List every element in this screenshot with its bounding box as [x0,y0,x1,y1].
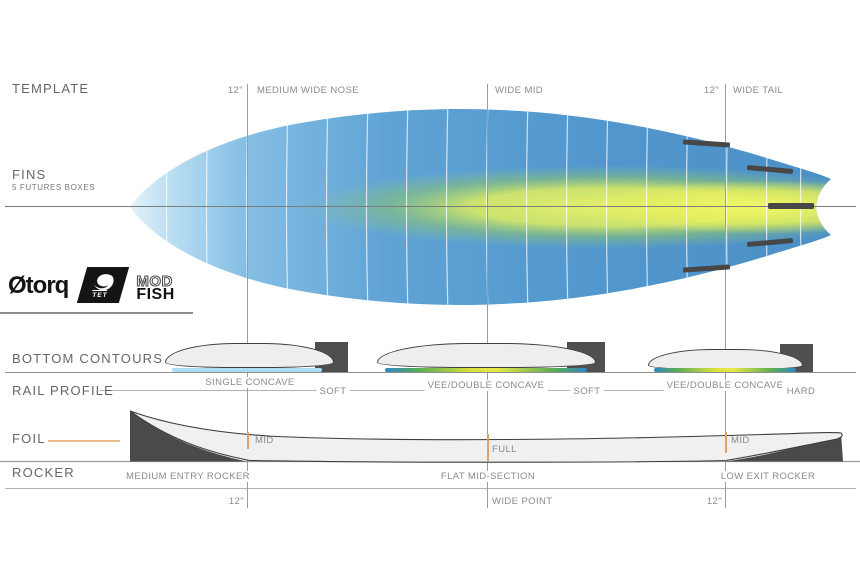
contour-label-nose: SINGLE CONCAVE [202,377,298,388]
rail-profile-heading: RAIL PROFILE [12,383,115,398]
fin-box-center [768,203,814,209]
contour-label-tail: VEE/DOUBLE CONCAVE [663,380,787,391]
fish-icon [94,273,114,290]
rail-type-nose: SOFT [316,385,350,397]
foil-marker-nose: MID [255,435,274,446]
foil-outline [129,410,843,463]
contour-dome [377,343,596,368]
rocker-label-exit: LOW EXIT ROCKER [717,471,819,482]
rail-dash-line [100,390,317,391]
foil-marker-tail: MID [731,435,750,446]
rocker-bottom-line [5,488,856,489]
ref-line-tail-12in [725,84,726,508]
rocker-heading: ROCKER [12,465,75,480]
fins-detail: 5 FUTURES BOXES [12,183,96,192]
contour-dome [165,343,334,368]
rocker-label-entry: MEDIUM ENTRY ROCKER [123,471,253,482]
foil-tick-nose [246,432,249,449]
model-name-bottom: FISH [136,286,175,303]
foil-tick-tail [724,432,727,453]
foil-side-profile [0,410,860,463]
template-heading: TEMPLATE [12,81,90,96]
ref-line-wide-mid [487,84,488,508]
bottom-contours-heading: BOTTOM CONTOURS [12,351,164,366]
board-top-view [130,108,831,306]
foil-heading: FOIL [12,431,46,446]
exit-rocker-shade [725,432,843,462]
model-name: MOD FISH [136,267,175,303]
cross-section-nose [165,342,350,375]
tail-width-label: WIDE TAIL [733,85,784,96]
measure-wide-point: WIDE POINT [492,496,553,507]
entry-rocker-shade [130,411,247,462]
vee-concave-strip [654,368,796,372]
tail-offset-label: 12" [703,85,719,96]
brand-block: Øtorq TET MOD FISH [8,267,175,305]
measure-tail-offset: 12" [706,496,722,507]
rail-type-tail: HARD [783,385,819,397]
ref-line-nose-12in [247,84,248,508]
rocker-label-mid: FLAT MID-SECTION [437,471,539,482]
contour-label-mid: VEE/DOUBLE CONCAVE [424,380,548,391]
contour-dome [648,349,803,370]
mid-width-label: WIDE MID [495,85,544,96]
rail-type-mid: SOFT [570,385,604,397]
vee-concave-strip [385,368,587,372]
model-name-top: MOD [136,273,173,290]
foil-tick-mid [486,434,489,461]
measure-nose-offset: 12" [228,496,244,507]
torq-logo-mark: Ø [8,272,27,299]
brand-underline [0,312,193,314]
centerline [5,206,856,207]
nose-offset-label: 12" [227,85,243,96]
tet-badge-text: TET [93,289,109,299]
contours-baseline [5,372,856,373]
concave-strip [172,368,322,372]
cross-section-tail [648,344,814,375]
cross-section-mid [377,342,607,375]
board-color-core [165,108,831,306]
torq-logo-text: torq [25,272,70,299]
nose-width-label: MEDIUM WIDE NOSE [257,85,359,96]
fins-heading: FINS [12,167,47,182]
tet-badge: TET [77,267,130,303]
torq-logo: Øtorq [8,267,70,305]
foil-marker-mid: FULL [492,444,517,455]
foil-accent-line [48,440,120,442]
